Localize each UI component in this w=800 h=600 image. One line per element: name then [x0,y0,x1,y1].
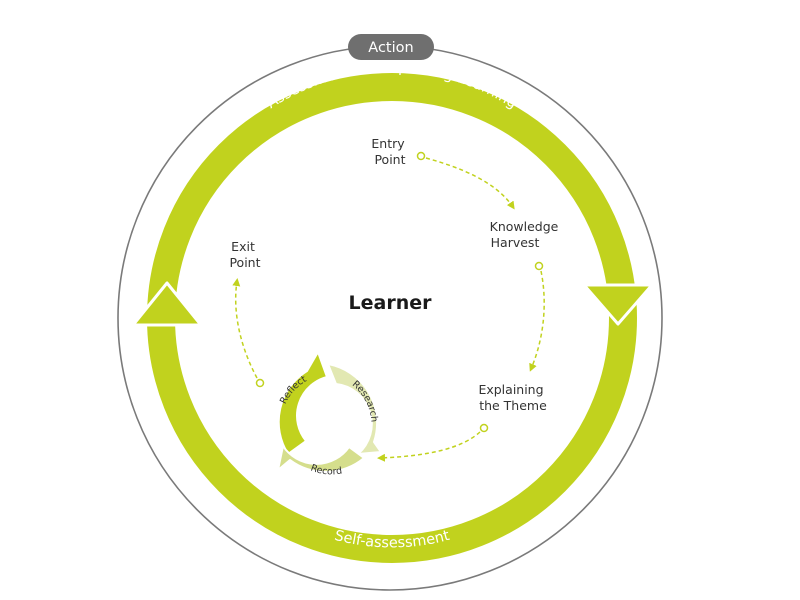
action-label: Action [368,40,413,56]
connector-theme-to-cycle [377,423,489,462]
stage-theme-label: Explaining the Theme [478,382,547,413]
outer-circle [117,45,663,591]
inner-cycle: Reflect Research Record [277,351,382,478]
stage-harvest-label: Knowledge Harvest [490,219,563,250]
center-label: Learner [349,292,433,314]
cycle-segment-reflect [277,351,328,455]
cycle-label-record: Record [309,463,343,478]
ring-arrow-left-icon [131,281,203,327]
connector-cycle-to-exit [232,278,265,388]
stage-entry-label: Entry Point [371,136,408,167]
cycle-segment-record [277,445,365,473]
outer-bottom-label: Self-assessment [333,528,452,552]
stage-exit-label: Exit Point [229,239,260,270]
connector-entry-to-harvest [416,151,515,210]
connector-harvest-to-theme [529,261,545,372]
ring-arrow-right-icon [582,283,654,326]
action-badge: Action [348,34,434,60]
